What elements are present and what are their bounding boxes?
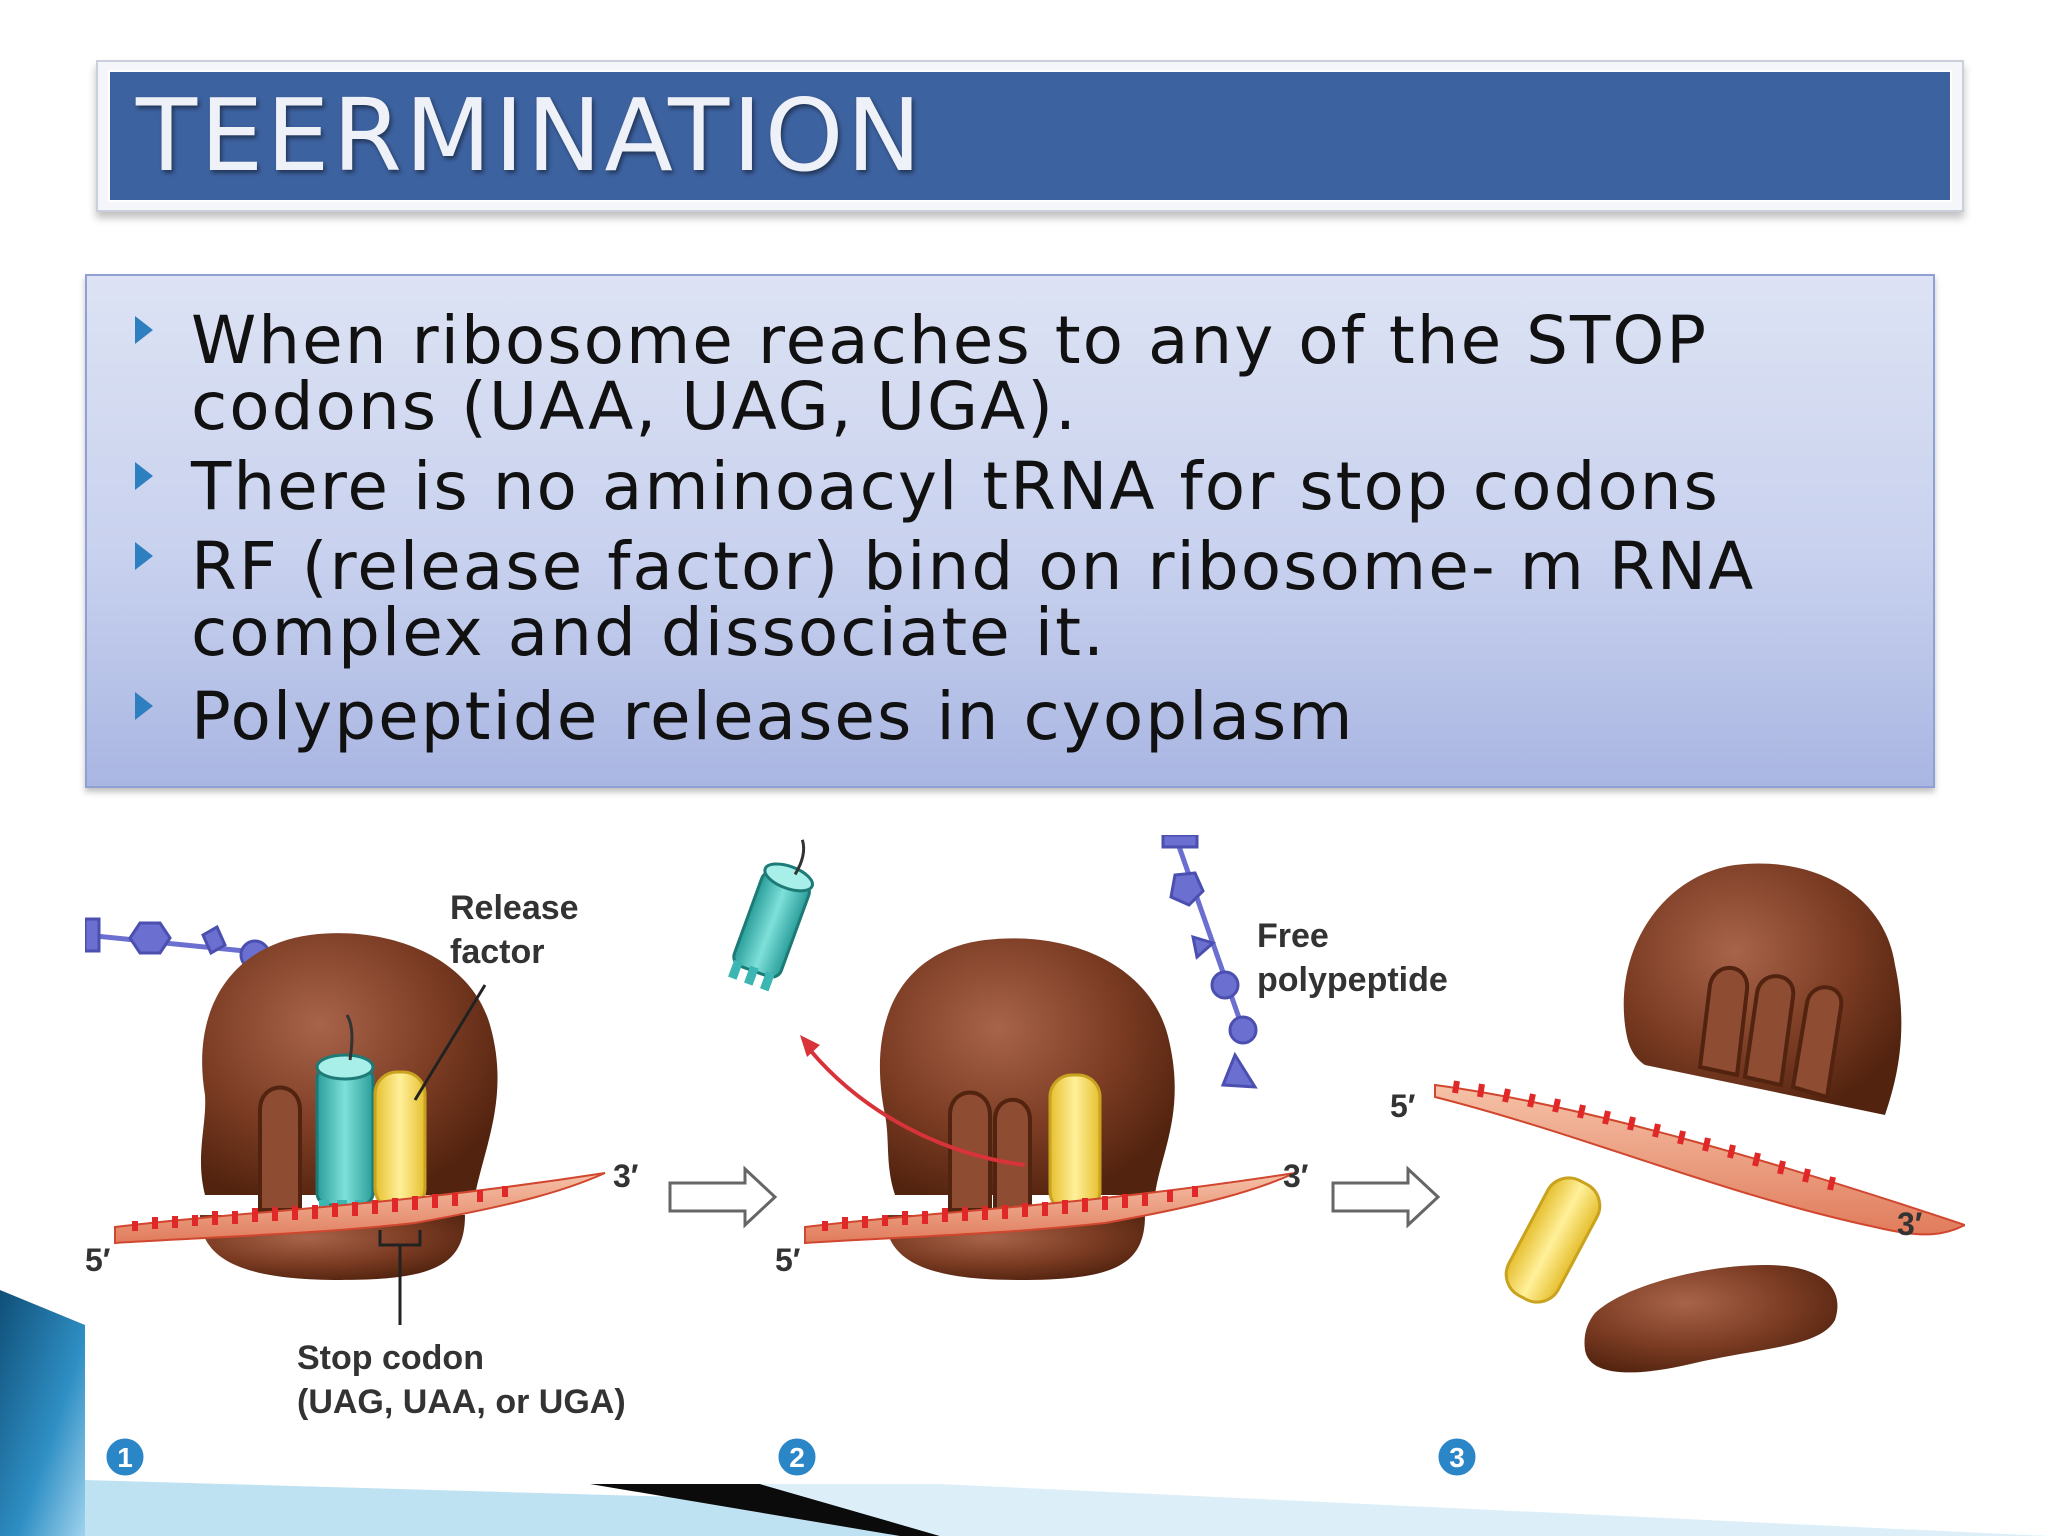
ribosome-p-site	[258, 1085, 302, 1212]
released-trna	[728, 839, 814, 992]
bullet-arrow-icon	[135, 316, 153, 344]
corner-light-stripe	[760, 1484, 2048, 1536]
label-release-factor-line1: Release	[450, 889, 579, 927]
slide-title: TEERMINATION	[136, 77, 925, 194]
label-stop-codon-line2: (UAG, UAA, or UGA)	[297, 1383, 626, 1421]
bullet-arrow-icon	[135, 692, 153, 720]
step-number-1: 1	[117, 1442, 133, 1473]
bullet-box: When ribosome reaches to any of the STOP…	[85, 274, 1935, 788]
release-factor-free	[1504, 1176, 1602, 1304]
step-badge-3	[1435, 1435, 1479, 1479]
ribosome-small-subunit-free	[1584, 1265, 1838, 1373]
label-stop-codon-line1: Stop codon	[297, 1339, 484, 1377]
termination-diagram: Release factor 3′ 5′ Stop codon (UAG, UA…	[85, 835, 1965, 1479]
mrna-strand-2	[804, 1172, 1296, 1245]
corner-blue-wedge	[0, 1290, 85, 1536]
release-factor-a-site	[1048, 1073, 1102, 1215]
stop-codon-bracket	[378, 1230, 422, 1325]
label-five-prime: 5′	[1390, 1088, 1416, 1124]
label-free-polypeptide-line2: polypeptide	[1257, 961, 1448, 999]
label-three-prime: 3′	[613, 1158, 639, 1194]
bullet-arrow-icon	[135, 542, 153, 570]
release-factor-a-site	[373, 1070, 427, 1212]
panel-3: 5′ 3′ 3	[1390, 863, 1965, 1479]
release-factor-leader	[413, 984, 487, 1101]
label-free-polypeptide-line1: Free	[1257, 917, 1329, 955]
ribosome-p-site	[948, 1090, 992, 1212]
ribosome-p-site	[1742, 974, 1796, 1088]
bullet-text: When ribosome reaches to any of the STOP	[191, 302, 1709, 379]
label-three-prime: 3′	[1283, 1158, 1309, 1194]
label-three-prime: 3′	[1897, 1206, 1923, 1242]
free-polypeptide-chain	[1161, 835, 1258, 1089]
step-number-2: 2	[789, 1442, 805, 1473]
panel-1: Release factor 3′ 5′ Stop codon (UAG, UA…	[85, 889, 778, 1479]
trna-exit-arrowhead	[800, 1035, 820, 1057]
step-number-3: 3	[1449, 1442, 1465, 1473]
panel-2: Free polypeptide 3′ 5′ 2	[728, 835, 1448, 1479]
mrna-strand-3	[1434, 1080, 1965, 1236]
bullet-text: There is no aminoacyl tRNA for stop codo…	[191, 448, 1720, 525]
step-arrow-1	[668, 1165, 778, 1229]
label-release-factor-line2: factor	[450, 933, 544, 971]
title-frame: TEERMINATION	[96, 60, 1964, 212]
step-badge-2	[775, 1435, 819, 1479]
mrna-strand-1	[114, 1172, 606, 1245]
trna-exit-arrow	[808, 1048, 1026, 1167]
corner-dark-stripe	[590, 1484, 940, 1536]
ribosome-e-site	[1697, 966, 1750, 1078]
bullet-arrow-icon	[135, 462, 153, 490]
label-five-prime: 5′	[775, 1242, 801, 1278]
bullet-text: Polypeptide releases in cyoplasm	[191, 678, 1355, 755]
label-five-prime: 5′	[85, 1242, 111, 1278]
bullet-text-continued: codons (UAA, UAG, UGA).	[191, 368, 1079, 445]
step-arrow-2	[1331, 1165, 1441, 1229]
corner-blue-band	[85, 1480, 2048, 1536]
bullet-text: RF (release factor) bind on ribosome- m …	[191, 528, 1756, 605]
step-badge-1	[103, 1435, 147, 1479]
ribosome-a-site	[1790, 985, 1844, 1100]
ribosome-e-site	[993, 1097, 1032, 1212]
title-bar: TEERMINATION	[108, 70, 1952, 202]
bullet-text-continued: complex and dissociate it.	[191, 594, 1106, 671]
